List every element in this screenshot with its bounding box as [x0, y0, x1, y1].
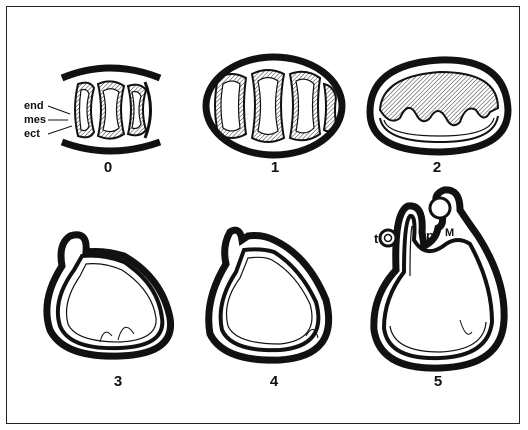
stage-4-drawing [209, 230, 329, 360]
stage-5-drawing [374, 190, 504, 368]
label-m: M [445, 227, 454, 239]
stage-label-2: 2 [433, 159, 441, 176]
label-t: t [374, 231, 379, 246]
label-mes: mes [24, 114, 46, 126]
label-end: end [24, 100, 44, 112]
stage-label-0: 0 [104, 159, 112, 176]
stage-label-1: 1 [271, 159, 279, 176]
label-ect: ect [24, 128, 40, 140]
label-p: p [426, 228, 434, 243]
stage-1-drawing [206, 57, 342, 155]
stage-label-4: 4 [270, 373, 279, 390]
stage-0-drawing [48, 68, 160, 151]
stage-label-3: 3 [114, 373, 122, 390]
stage-3-drawing [47, 235, 171, 356]
stage-2-drawing [370, 60, 508, 152]
stage-label-5: 5 [434, 373, 442, 390]
